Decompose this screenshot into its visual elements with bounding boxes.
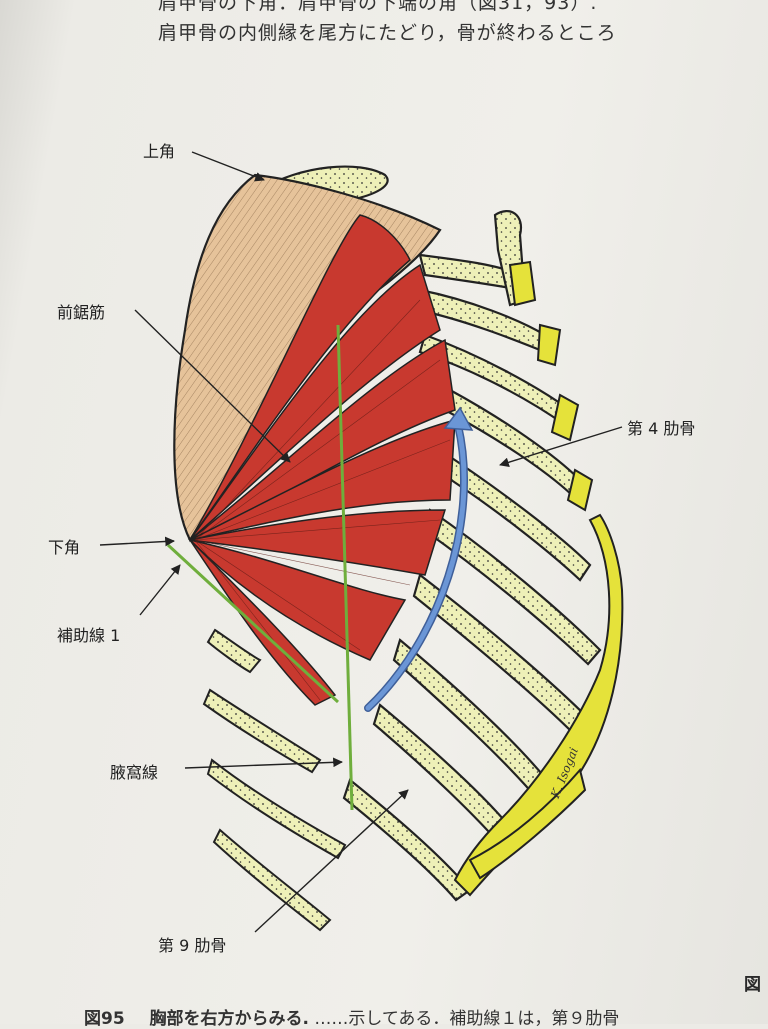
muscle-fibers xyxy=(194,299,451,701)
label-rib-9: 第 9 肋骨 xyxy=(158,936,227,955)
label-serratus-anterior: 前鋸筋 xyxy=(57,303,106,322)
label-aux-line-1: 補助線 1 xyxy=(57,626,121,645)
label-axillary-line: 腋窩線 xyxy=(110,763,159,782)
header-line-1: 肩甲骨の下角：肩甲骨の下端の角（図31，93）. xyxy=(158,0,598,14)
serratus-anterior-muscle xyxy=(187,214,456,706)
figure-caption: 図95 胸部を右方からみる. ……示してある．補助線１は，第９肋骨 xyxy=(84,1004,619,1029)
caption-rest: ……示してある．補助線１は，第９肋骨 xyxy=(314,1009,620,1029)
aux-line-1 xyxy=(166,543,340,704)
blue-arrow xyxy=(365,422,467,711)
label-rib-4: 第 4 肋骨 xyxy=(627,419,696,438)
leader-arrows xyxy=(99,151,623,933)
axillary-line xyxy=(336,324,354,811)
anterior-ribs xyxy=(258,165,602,902)
blue-arrow-head xyxy=(443,406,474,431)
costal-cartilages xyxy=(453,260,624,897)
header-line-2: 肩甲骨の内側縁を尾方にたどり，骨が終わるところ xyxy=(158,22,617,44)
label-inferior-angle: 下角 xyxy=(48,538,81,557)
label-superior-angle: 上角 xyxy=(143,142,176,161)
figure-side-label: 図 xyxy=(744,975,761,995)
posterior-ribs xyxy=(202,628,347,932)
figure-number: 図95 xyxy=(84,1009,125,1029)
caption-title: 胸部を右方からみる. xyxy=(149,1009,309,1029)
